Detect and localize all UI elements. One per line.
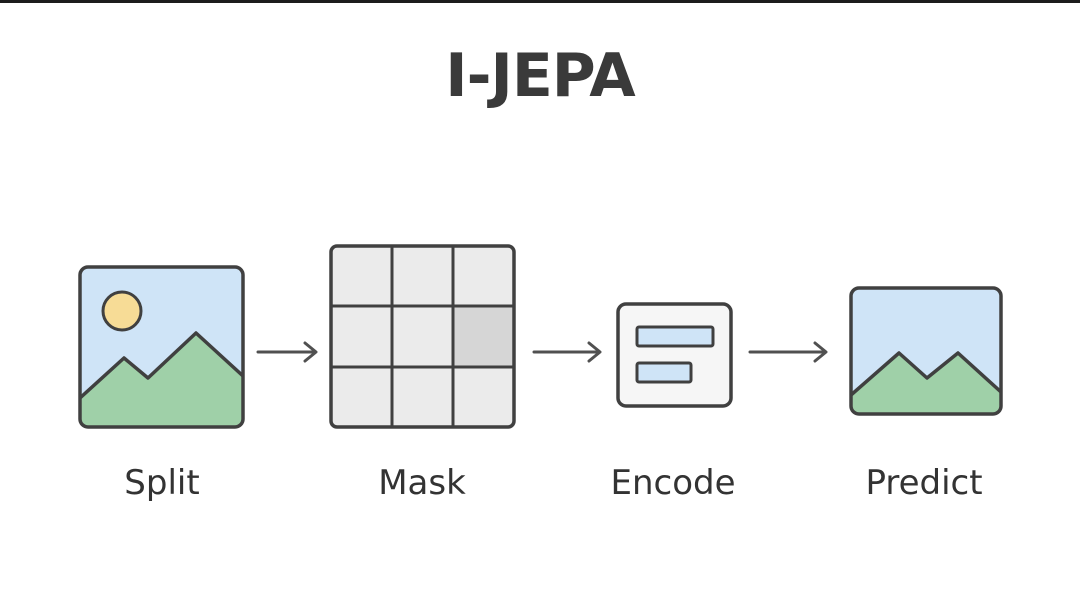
masked-cell [453,306,514,367]
predicted-image-icon [849,286,1003,416]
arrow-right-icon [748,341,828,363]
token-bar-short [635,361,693,384]
top-rule [0,0,1080,3]
split-ridge [80,331,243,400]
predict-ridge [851,351,1001,397]
split-hills [80,333,243,427]
encoder-icon [616,302,733,408]
mask-grid-bg [331,246,514,427]
token-bar-long [635,325,715,348]
diagram-title: I-JEPA [445,41,635,111]
mask-grid-frame [329,244,516,429]
predict-frame [849,286,1003,416]
sun-icon [101,290,143,332]
step-label-split: Split [124,463,200,503]
step-label-predict: Predict [865,463,983,503]
arrow-right-icon [532,341,602,363]
arrow-right-icon [256,341,318,363]
step-label-mask: Mask [378,463,466,503]
predict-hills [851,353,1001,414]
landscape-image-icon [78,265,245,429]
step-label-encode: Encode [610,463,736,503]
split-frame [78,265,245,429]
encoder-box [616,302,733,408]
grid-mask-icon [329,244,516,429]
